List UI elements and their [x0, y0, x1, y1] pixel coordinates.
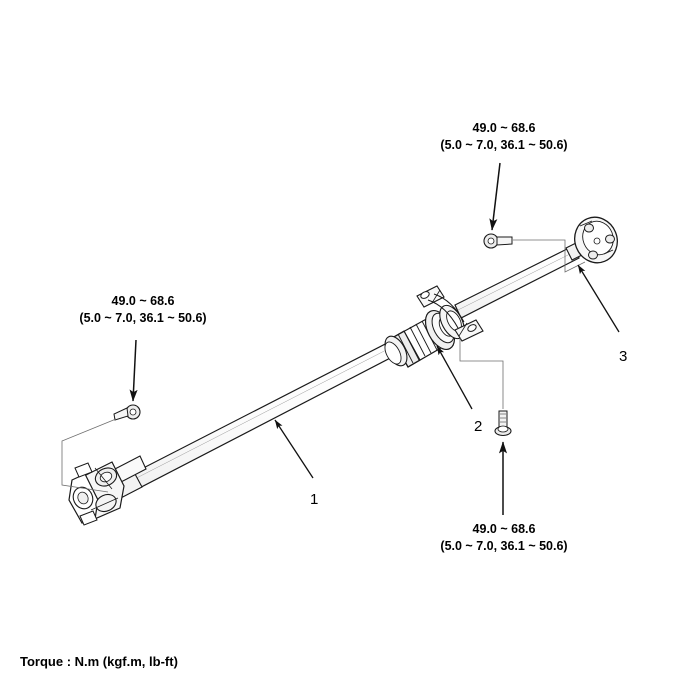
callout-arrows — [274, 264, 620, 479]
torque-left-line1: 49.0 ~ 68.6 — [111, 294, 175, 308]
torque-label-top-right: 49.0 ~ 68.6 (5.0 ~ 7.0, 36.1 ~ 50.6) — [424, 120, 584, 154]
torque-arrows — [129, 162, 508, 515]
torque-units-caption: Torque : N.m (kgf.m, lb-ft) — [20, 654, 178, 669]
callout-1-number: 1 — [310, 491, 319, 508]
torque-top-right-arrow — [489, 162, 501, 231]
propeller-shaft-front-tube — [117, 339, 401, 496]
torque-left-arrow — [129, 339, 138, 402]
callout-3-number: 3 — [619, 348, 628, 365]
rear-flange-yoke — [565, 216, 618, 264]
callout-1-arrow — [274, 419, 314, 479]
torque-label-bottom: 49.0 ~ 68.6 (5.0 ~ 7.0, 36.1 ~ 50.6) — [424, 521, 584, 555]
torque-left-line2: (5.0 ~ 7.0, 36.1 ~ 50.6) — [79, 311, 207, 325]
center-support-bearing — [384, 285, 484, 368]
callout-2-arrow — [436, 345, 473, 410]
front-joint-bolt — [113, 404, 141, 421]
center-bearing-bolt — [494, 410, 512, 437]
torque-top-right-line2: (5.0 ~ 7.0, 36.1 ~ 50.6) — [440, 138, 568, 152]
rear-flange-bolt — [483, 233, 513, 249]
bolt-leader-lines — [61, 239, 586, 493]
torque-label-left: 49.0 ~ 68.6 (5.0 ~ 7.0, 36.1 ~ 50.6) — [63, 293, 223, 327]
torque-bottom-line1: 49.0 ~ 68.6 — [472, 522, 536, 536]
callout-3-arrow — [577, 264, 620, 333]
torque-bottom-line2: (5.0 ~ 7.0, 36.1 ~ 50.6) — [440, 539, 568, 553]
torque-top-right-line1: 49.0 ~ 68.6 — [472, 121, 536, 135]
callout-2-number: 2 — [474, 418, 483, 435]
front-universal-joint — [68, 455, 147, 526]
propeller-shaft-rear-tube — [454, 245, 580, 319]
